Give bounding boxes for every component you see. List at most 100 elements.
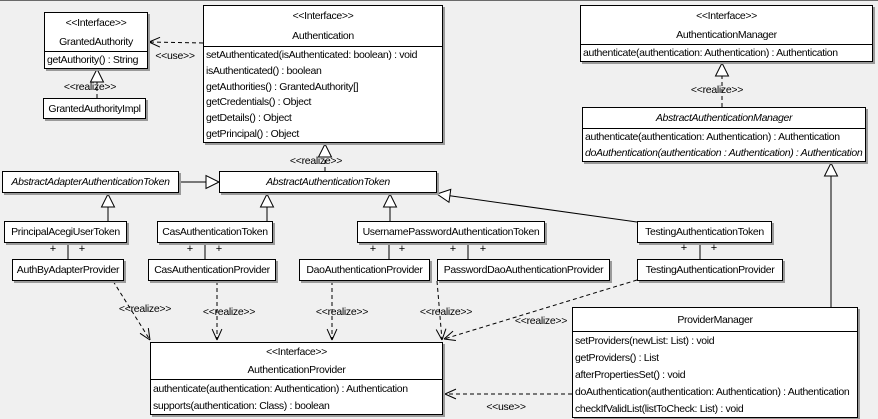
use-authentication-to-granted-authority	[148, 36, 204, 48]
association-multiplicity: +	[449, 243, 457, 255]
cas-authentication-token[interactable]: CasAuthenticationToken	[157, 221, 273, 243]
association-multiplicity: +	[369, 243, 377, 255]
principal-acegi-user-token[interactable]: PrincipalAcegiUserToken	[4, 221, 127, 243]
realize-label-testing-provider: <<realize>>	[514, 315, 568, 327]
stereotype-label: <<Interface>>	[696, 9, 757, 22]
password-dao-authentication-provider[interactable]: PasswordDaoAuthenticationProvider	[437, 259, 610, 281]
realize-label-auth-by-adapter: <<realize>>	[118, 303, 172, 315]
granted-authority-impl-title: GrantedAuthorityImpl	[44, 99, 145, 118]
authentication-manager[interactable]: <<Interface>> AuthenticationManager authen…	[580, 5, 873, 62]
class-name: TestingAuthenticationProvider	[645, 264, 775, 276]
password-dao-authentication-provider-title: PasswordDaoAuthenticationProvider	[438, 260, 609, 280]
class-name: CasAuthenticationProvider	[154, 264, 270, 276]
association-multiplicity: +	[398, 243, 406, 255]
cas-authentication-provider[interactable]: CasAuthenticationProvider	[148, 259, 276, 281]
abstract-authentication-manager-title: AbstractAuthenticationManager	[583, 108, 865, 128]
method-signature: getAuthority() : String	[47, 54, 139, 66]
method-signature: getPrincipal() : Object	[206, 128, 299, 141]
class-name: ProviderManager	[677, 313, 753, 326]
principal-acegi-user-token-title: PrincipalAcegiUserToken	[5, 222, 126, 242]
method-signature: getDetails() : Object	[206, 112, 292, 125]
abstract-adapter-authentication-token[interactable]: AbstractAdapterAuthenticationToken	[2, 171, 179, 193]
class-name: AbstractAdapterAuthenticationToken	[11, 176, 170, 188]
method-signature: getAuthorities() : GrantedAuthority[]	[206, 80, 359, 93]
abstract-authentication-manager[interactable]: AbstractAuthenticationManager authenticat…	[582, 107, 866, 162]
method-signature: doAuthentication(authentication: Authent…	[575, 385, 850, 398]
abstract-authentication-manager-methods: authenticate(authentication: Authenticat…	[583, 128, 865, 161]
authentication-manager-methods: authenticate(authentication: Authenticat…	[581, 44, 872, 61]
authentication-methods: setAuthenticated(isAuthenticated: boolea…	[204, 46, 442, 142]
association-multiplicity: +	[710, 242, 718, 254]
provider-manager-methods: setProviders(newList: List) : void getPro…	[573, 331, 857, 417]
provider-manager[interactable]: ProviderManager setProviders(newList: Lis…	[572, 307, 858, 418]
generalization-testing-token-to-abstract-token	[435, 188, 638, 223]
class-name: PrincipalAcegiUserToken	[11, 226, 120, 238]
abstract-authentication-token-title: AbstractAuthenticationToken	[220, 172, 436, 192]
method-signature: getProviders() : List	[575, 351, 659, 364]
testing-authentication-token[interactable]: TestingAuthenticationToken	[637, 221, 772, 243]
username-password-authentication-token[interactable]: UsernamePasswordAuthenticationToken	[357, 221, 545, 243]
cas-authentication-token-title: CasAuthenticationToken	[158, 222, 272, 242]
class-name: AuthByAdapterProvider	[16, 264, 120, 276]
realize-label-dao-provider: <<realize>>	[315, 306, 369, 318]
authentication-provider-title: <<Interface>>AuthenticationProvider	[151, 343, 442, 379]
dao-authentication-provider[interactable]: DaoAuthenticationProvider	[299, 259, 430, 281]
method-signature: supports(authentication: Class) : boolea…	[153, 399, 330, 412]
granted-authority-impl[interactable]: GrantedAuthorityImpl	[43, 98, 146, 119]
method-signature: setProviders(newList: List) : void	[575, 334, 715, 347]
username-password-authentication-token-title: UsernamePasswordAuthenticationToken	[358, 222, 544, 242]
generalization-principal-token-to-adapter-token	[100, 192, 116, 221]
realize-label-granted-authority-impl: <<realize>>	[63, 81, 117, 93]
generalization-adapter-token-to-abstract-token	[179, 174, 221, 190]
abstract-adapter-authentication-token-title: AbstractAdapterAuthenticationToken	[3, 172, 178, 192]
realize-label-abstract-manager: <<realize>>	[690, 84, 744, 96]
authentication[interactable]: <<Interface>>Authentication setAuthentica…	[203, 5, 443, 143]
association-multiplicity: +	[186, 243, 194, 255]
stereotype-label: <<Interface>>	[292, 10, 354, 22]
class-name: AuthenticationProvider	[247, 364, 346, 376]
authentication-title: <<Interface>>Authentication	[204, 6, 442, 46]
cas-authentication-provider-title: CasAuthenticationProvider	[149, 260, 275, 280]
association-multiplicity: +	[215, 243, 223, 255]
class-name: DaoAuthenticationProvider	[306, 264, 423, 276]
class-name: CasAuthenticationToken	[162, 226, 268, 238]
stereotype-label: <<Interface>>	[65, 16, 127, 29]
abstract-authentication-token[interactable]: AbstractAuthenticationToken	[219, 171, 437, 193]
class-name: AuthenticationManager	[676, 28, 777, 41]
generalization-usernamepassword-token-to-abstract-token	[382, 192, 398, 221]
testing-authentication-provider[interactable]: TestingAuthenticationProvider	[637, 259, 783, 281]
dao-authentication-provider-title: DaoAuthenticationProvider	[300, 260, 429, 280]
auth-by-adapter-provider[interactable]: AuthByAdapterProvider	[12, 259, 124, 281]
class-name: TestingAuthenticationToken	[645, 226, 764, 238]
use-label-granted-authority: <<use>>	[155, 50, 195, 62]
method-signature: getCredentials() : Object	[206, 96, 312, 109]
class-name: GrantedAuthority	[59, 35, 133, 48]
granted-authority-title: <<Interface>> GrantedAuthority	[45, 13, 147, 51]
granted-authority[interactable]: <<Interface>> GrantedAuthority getAuthorit…	[44, 12, 148, 69]
association-multiplicity: +	[49, 243, 57, 255]
generalization-cas-token-to-abstract-token	[259, 192, 275, 221]
use-provider-manager-to-provider-interface	[444, 388, 572, 400]
method-signature: doAuthentication(authentication : Authen…	[585, 147, 863, 159]
realize-label-cas-provider: <<realize>>	[202, 306, 256, 318]
testing-authentication-token-title: TestingAuthenticationToken	[638, 222, 771, 242]
class-name: AbstractAuthenticationManager	[655, 112, 793, 124]
provider-manager-title: ProviderManager	[573, 308, 857, 331]
use-label-provider-manager: <<use>>	[486, 401, 526, 413]
authentication-manager-title: <<Interface>> AuthenticationManager	[581, 6, 872, 44]
granted-authority-methods: getAuthority() : String	[45, 51, 147, 68]
method-signature: setAuthenticated(isAuthenticated: boolea…	[206, 48, 418, 61]
testing-authentication-provider-title: TestingAuthenticationProvider	[638, 260, 782, 280]
method-signature: checkIfValidList(listToCheck: List) : vo…	[575, 402, 744, 415]
authentication-provider-methods: authenticate(authentication: Authenticat…	[151, 379, 442, 414]
class-name: UsernamePasswordAuthenticationToken	[362, 226, 540, 238]
class-name: GrantedAuthorityImpl	[48, 102, 141, 115]
association-multiplicity: +	[78, 243, 86, 255]
class-name: PasswordDaoAuthenticationProvider	[443, 264, 604, 276]
method-signature: authenticate(authentication: Authenticat…	[583, 47, 838, 59]
method-signature: isAuthenticated() : boolean	[206, 64, 322, 77]
generalization-provider-manager-to-abstract-manager	[823, 161, 839, 307]
method-signature: authenticate(authentication: Authenticat…	[585, 131, 840, 143]
